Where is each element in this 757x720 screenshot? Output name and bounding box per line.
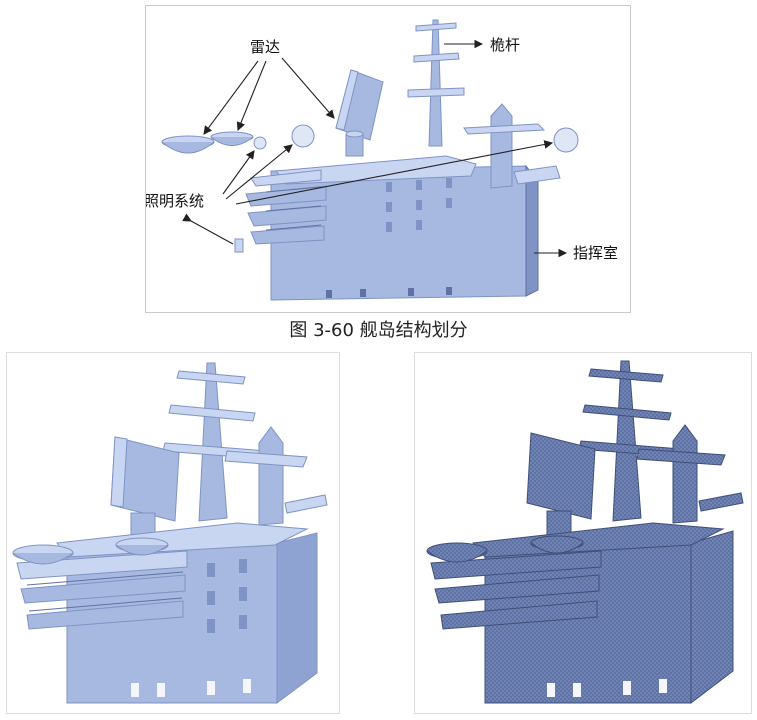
leader-lines xyxy=(182,39,568,258)
label-bridge: 指挥室 xyxy=(573,244,618,262)
solid-island-model xyxy=(12,362,328,704)
light-cylinder xyxy=(234,238,244,253)
island-body-model xyxy=(245,103,561,301)
light-sphere-mid xyxy=(291,124,315,148)
light-sphere-small xyxy=(253,136,267,150)
label-lighting-system: 照明系统 xyxy=(146,192,204,210)
island-exploded-diagram: 雷达 桅杆 照明系统 指挥室 xyxy=(144,19,618,301)
solid-model-panel xyxy=(6,352,340,714)
radar-panel xyxy=(335,69,384,157)
label-radar: 雷达 xyxy=(250,38,280,56)
mast-model xyxy=(407,19,465,147)
mesh-island-model xyxy=(426,360,744,705)
light-sphere-right xyxy=(553,127,579,153)
top-figure-panel: 雷达 桅杆 照明系统 指挥室 xyxy=(144,5,631,313)
label-mast: 桅杆 xyxy=(490,36,520,54)
radar-dish-1 xyxy=(161,135,215,154)
mesh-model-panel xyxy=(414,352,752,714)
radar-dish-2 xyxy=(210,131,254,146)
figure-caption: 图 3-60 舰岛结构划分 xyxy=(289,320,468,341)
